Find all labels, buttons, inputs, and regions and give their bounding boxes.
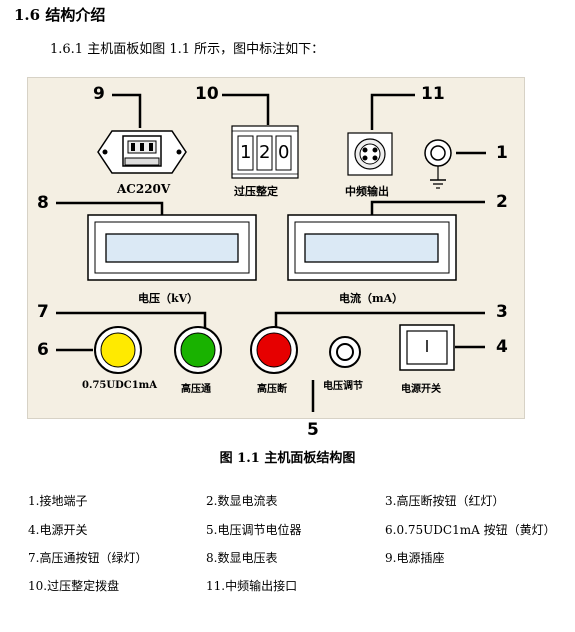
potentiometer-label: 电压调节: [323, 381, 363, 392]
leader-2: [370, 200, 485, 215]
leader-9: [112, 93, 142, 128]
overvoltage-dial-label: 过压整定: [234, 185, 278, 198]
leader-10: [222, 93, 270, 125]
green-button: [174, 326, 222, 374]
dial-digit-3: 0: [278, 142, 290, 163]
legend-item: 7.高压通按钮（绿灯）: [28, 551, 148, 565]
legend-item: 3.高压断按钮（红灯）: [385, 494, 505, 508]
power-switch: [399, 324, 455, 371]
green-button-label: 高压通: [181, 384, 211, 395]
callout-7: 7: [37, 302, 49, 322]
mf-output-connector: [347, 132, 393, 176]
legend-item: 10.过压整定拨盘: [28, 579, 120, 593]
yellow-button-label: 0.75UDC1mA: [82, 380, 158, 391]
red-button-label: 高压断: [257, 384, 287, 395]
callout-11: 11: [421, 84, 445, 104]
callout-2: 2: [496, 192, 508, 212]
power-switch-label: 电源开关: [401, 384, 441, 395]
voltmeter-label: 电压（kV）: [138, 292, 199, 305]
callout-3: 3: [496, 302, 508, 322]
power-socket-label: AC220V: [117, 182, 171, 196]
figure-intro-text: 1.6.1 主机面板如图 1.1 所示，图中标注如下：: [50, 42, 325, 57]
voltmeter: [87, 214, 257, 281]
callout-1: 1: [496, 143, 508, 163]
leader-7: [56, 311, 207, 328]
callout-9: 9: [93, 84, 105, 104]
legend-item: 9.电源插座: [385, 551, 445, 565]
callout-5: 5: [307, 420, 319, 440]
legend-item: 2.数显电流表: [206, 494, 278, 508]
dial-digit-1: 1: [240, 142, 252, 163]
legend-item: 4.电源开关: [28, 523, 88, 537]
ground-terminal: [424, 139, 452, 189]
power-socket: [97, 130, 187, 174]
callout-6: 6: [37, 340, 49, 360]
section-title: 1.6 结构介绍: [14, 6, 106, 24]
legend-item: 11.中频输出接口: [206, 579, 298, 593]
mf-output-label: 中频输出: [345, 185, 389, 198]
ammeter-label: 电流（mA）: [339, 292, 404, 305]
leader-11: [370, 93, 415, 130]
figure-caption: 图 1.1 主机面板结构图: [219, 451, 356, 466]
legend-item: 5.电压调节电位器: [206, 523, 302, 537]
legend-item: 8.数显电压表: [206, 551, 278, 565]
legend-item: 1.接地端子: [28, 494, 88, 508]
panel-diagram: [56, 93, 486, 412]
voltage-potentiometer: [329, 336, 361, 368]
leader-8: [56, 201, 164, 215]
legend-item: 6.0.75UDC1mA 按钮（黄灯）: [385, 523, 556, 537]
leader-3: [274, 311, 485, 328]
red-button: [250, 326, 298, 374]
ammeter: [287, 214, 457, 281]
dial-digit-2: 2: [259, 142, 271, 163]
overvoltage-dial: [231, 125, 299, 179]
callout-10: 10: [195, 84, 219, 104]
callout-4: 4: [496, 337, 508, 357]
callout-8: 8: [37, 193, 49, 213]
yellow-button: [94, 326, 142, 374]
